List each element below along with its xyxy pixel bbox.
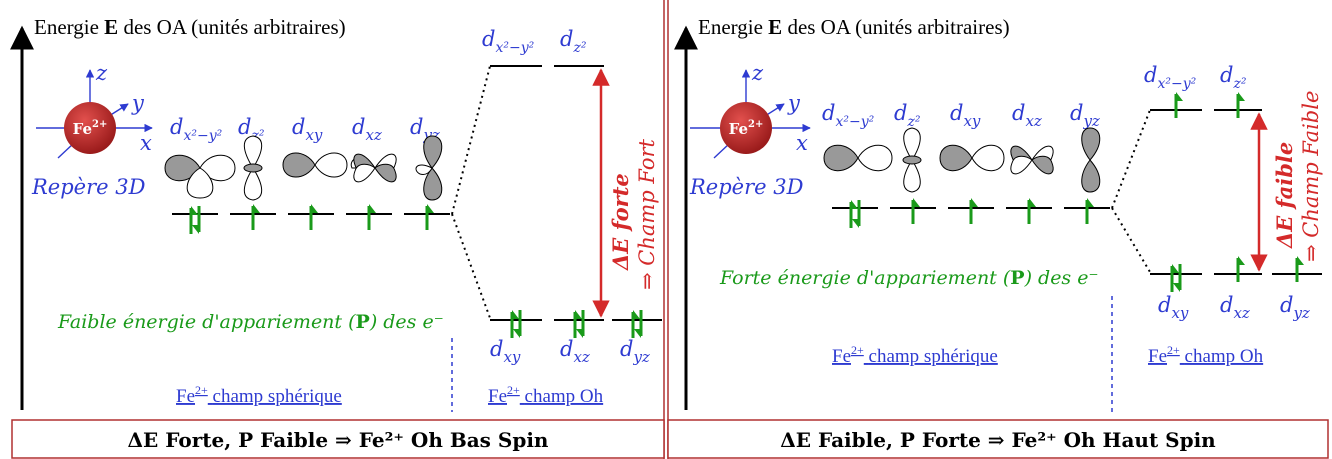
svg-text:dxy: dxy	[490, 337, 521, 366]
right-spherical-level	[832, 196, 1110, 230]
svg-text:x: x	[796, 131, 808, 155]
left-link-oh[interactable]: Fe2+ champ Oh	[488, 383, 604, 407]
left-footer-text: ΔE Forte, P Faible ⇒ Fe²⁺ Oh Bas Spin	[128, 428, 549, 452]
right-split-down	[1111, 207, 1151, 273]
svg-text:dz²: dz²	[1220, 63, 1247, 92]
left-axis-title: Energie E des OA (unités arbitraires)	[34, 15, 346, 39]
right-link-oh[interactable]: Fe2+ champ Oh	[1148, 343, 1264, 367]
svg-text:dxz: dxz	[1220, 293, 1250, 322]
svg-text:dx²−y²: dx²−y²	[1144, 63, 1197, 92]
left-delta-suffix: ⇒ Champ Fort	[635, 138, 659, 290]
left-t2g-level: dxy dxz dyz	[490, 308, 662, 366]
left-delta-label: ΔE forte	[608, 173, 633, 271]
svg-text:dx²−y²: dx²−y²	[482, 27, 535, 56]
svg-text:Fe2+: Fe2+	[73, 119, 108, 138]
svg-text:⇒ Champ Fort: ⇒ Champ Fort	[635, 138, 659, 290]
right-delta-label: ΔE faible	[1272, 142, 1297, 249]
left-eg-level: dx²−y² dz²	[482, 27, 604, 67]
svg-text:dxy: dxy	[292, 115, 323, 144]
left-split-down	[451, 213, 491, 319]
left-fe-sphere	[64, 102, 116, 154]
svg-text:dz²: dz²	[560, 27, 587, 56]
left-pairing-text: Faible énergie d'appariement (P) des e⁻	[57, 311, 444, 333]
right-3d-frame: Fe2+ z y x Repère 3D	[689, 61, 811, 199]
svg-text:⇒ Champ Faible: ⇒ Champ Faible	[1299, 91, 1323, 262]
svg-text:ΔE faible: ΔE faible	[1272, 142, 1297, 249]
right-repere-label: Repère 3D	[689, 175, 804, 199]
svg-text:Fe2+: Fe2+	[729, 119, 764, 138]
svg-text:z: z	[751, 61, 764, 85]
right-pairing-text: Forte énergie d'appariement (P) des e⁻	[719, 267, 1099, 289]
right-link-spherical[interactable]: Fe2+ champ sphérique	[832, 343, 998, 367]
right-orbital-labels: dx²−y² dz² dxy dxz dyz	[822, 101, 1100, 130]
right-footer-text: ΔE Faible, P Forte ⇒ Fe²⁺ Oh Haut Spin	[780, 428, 1216, 452]
svg-text:y: y	[131, 91, 145, 115]
svg-text:dx²−y²: dx²−y²	[822, 101, 875, 130]
svg-text:dz²: dz²	[238, 115, 265, 144]
left-spherical-level	[172, 202, 450, 236]
right-t2g-level: dxy dxz dyz	[1150, 254, 1322, 322]
left-repere-label: Repère 3D	[31, 175, 146, 199]
svg-text:y: y	[787, 91, 801, 115]
svg-text:ΔE forte: ΔE forte	[608, 173, 633, 271]
left-split-up	[451, 65, 491, 215]
left-link-spherical[interactable]: Fe2+ champ sphérique	[176, 383, 342, 407]
svg-text:dyz: dyz	[620, 337, 650, 366]
right-orbital-shapes	[823, 127, 1101, 193]
right-footer-box	[667, 419, 1329, 459]
right-axis-title: Energie E des OA (unités arbitraires)	[698, 15, 1010, 39]
right-split-up	[1111, 109, 1151, 209]
svg-text:dyz: dyz	[1070, 101, 1100, 130]
svg-text:dxz: dxz	[560, 337, 590, 366]
svg-text:x: x	[140, 131, 152, 155]
left-orbital-labels: dx²−y² dz² dxy dxz dyz	[170, 115, 440, 144]
svg-text:dz²: dz²	[894, 101, 921, 130]
svg-text:dxz: dxz	[1012, 101, 1042, 130]
svg-text:dyz: dyz	[1280, 293, 1310, 322]
svg-text:dxy: dxy	[1158, 293, 1189, 322]
svg-text:dxz: dxz	[352, 115, 382, 144]
right-eg-level: dx²−y² dz²	[1144, 63, 1262, 120]
left-footer-box	[11, 419, 665, 459]
left-orbital-shapes	[164, 135, 443, 201]
right-fe-sphere	[720, 102, 772, 154]
right-delta-suffix: ⇒ Champ Faible	[1299, 91, 1323, 262]
svg-text:z: z	[95, 61, 108, 85]
svg-text:dx²−y²: dx²−y²	[170, 115, 223, 144]
left-3d-frame: Fe2+ z y x Repère 3D	[31, 61, 153, 199]
svg-text:dxy: dxy	[950, 101, 981, 130]
